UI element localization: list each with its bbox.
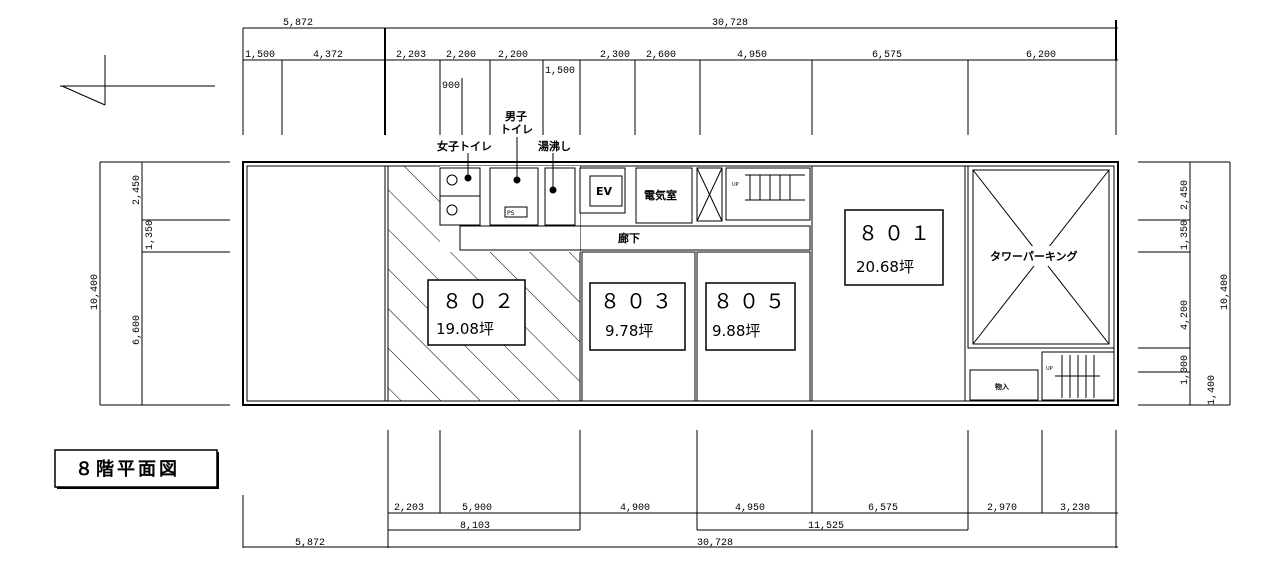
dim-top-segment: 2,203 xyxy=(396,50,426,61)
dim-right-b: 1,350 xyxy=(1180,220,1191,250)
dim-right-a: 2,450 xyxy=(1180,180,1191,210)
floor-title: ８階平面図 xyxy=(54,449,219,489)
up-label: UP xyxy=(1046,366,1053,372)
mens-toilet-label: トイレ xyxy=(500,123,533,136)
dim-top-segment: 2,300 xyxy=(600,50,630,61)
dim-top-segment: 1,500 xyxy=(245,50,275,61)
stairs-icon xyxy=(745,174,805,201)
room-number: ８０３ xyxy=(600,289,678,313)
room-area: 9.78坪 xyxy=(605,322,653,340)
room-number: ８０５ xyxy=(713,289,791,313)
dim-top-segment: 4,950 xyxy=(737,50,767,61)
dim-right-d: 1,000 xyxy=(1180,355,1191,385)
dim-top-segment: 6,200 xyxy=(1026,50,1056,61)
room-801[interactable]: ８０１ 20.68坪 xyxy=(811,165,966,402)
room-803[interactable]: ８０３ 9.78坪 xyxy=(581,251,696,402)
dim-bottom-segment: 2,970 xyxy=(987,503,1017,514)
dim-right-c: 4,200 xyxy=(1180,300,1191,330)
room-area: 19.08坪 xyxy=(436,320,494,338)
room-area: 9.88坪 xyxy=(712,322,760,340)
kitchenette-label: 湯沸し xyxy=(538,139,571,153)
stairs-icon xyxy=(1055,355,1100,398)
room-number: ８０２ xyxy=(442,289,520,313)
mens-toilet-label: 男子 xyxy=(505,110,527,123)
dim-bottom-segment: 6,575 xyxy=(868,503,898,514)
left-dimensions: 10,400 2,450 1,350 6,600 xyxy=(90,161,230,406)
womens-toilet-label: 女子トイレ xyxy=(437,139,492,153)
elevator-label: EV xyxy=(596,185,613,198)
storage-label: 物入 xyxy=(995,382,1009,391)
dim-top-sub: 900 xyxy=(442,81,460,92)
electrical-room-label: 電気室 xyxy=(644,188,677,202)
dim-right-e: 1,400 xyxy=(1207,375,1218,405)
dim-bottom-overall-left: 5,872 xyxy=(295,538,325,549)
dim-bottom-segment: 2,203 xyxy=(394,503,424,514)
up-label: UP xyxy=(732,182,739,188)
dim-top-overall-left: 5,872 xyxy=(283,18,313,29)
callouts: 女子トイレ 男子 トイレ 湯沸し xyxy=(437,110,571,194)
dim-bottom-overall-right: 30,728 xyxy=(697,538,733,549)
right-dimensions: 2,450 1,350 4,200 1,000 1,400 10,400 xyxy=(1138,161,1231,406)
dim-bottom-sub-right: 11,525 xyxy=(808,521,844,532)
dim-right-total: 10,400 xyxy=(1220,274,1231,310)
dim-top-segment: 6,575 xyxy=(872,50,902,61)
dim-top-overall-right: 30,728 xyxy=(712,18,748,29)
dim-top-segment: 4,372 xyxy=(313,50,343,61)
tower-parking: タワーパーキング 物入 UP xyxy=(967,165,1115,401)
dim-left-a: 2,450 xyxy=(132,175,143,205)
dim-bottom-segment: 4,950 xyxy=(735,503,765,514)
room-802[interactable]: ８０２ 19.08坪 xyxy=(387,165,581,402)
bottom-dimensions: 2,203 5,900 4,900 4,950 6,575 2,970 3,23… xyxy=(242,430,1118,549)
core-area: PS EV 電気室 UP 廊下 xyxy=(439,167,811,251)
corridor-label: 廊下 xyxy=(618,231,640,245)
dim-bottom-segment: 5,900 xyxy=(462,503,492,514)
dim-top-segment: 2,200 xyxy=(498,50,528,61)
dim-left-c: 6,600 xyxy=(132,315,143,345)
dim-left-b: 1,350 xyxy=(145,220,156,250)
left-area xyxy=(246,165,386,402)
room-number: ８０１ xyxy=(858,221,936,245)
dim-bottom-segment: 3,230 xyxy=(1060,503,1090,514)
room-805[interactable]: ８０５ 9.88坪 xyxy=(696,251,811,402)
dim-top-segment: 2,600 xyxy=(646,50,676,61)
top-dimensions: 5,872 30,728 1,500 4,372 2,203 2,200 2,2… xyxy=(242,18,1118,135)
north-arrow-icon xyxy=(60,55,215,106)
dim-bottom-segment: 4,900 xyxy=(620,503,650,514)
tower-parking-label: タワーパーキング xyxy=(990,249,1078,263)
dim-bottom-sub-left: 8,103 xyxy=(460,521,490,532)
room-area: 20.68坪 xyxy=(856,258,914,276)
dim-top-segment: 2,200 xyxy=(446,50,476,61)
floor-title-text: ８階平面図 xyxy=(75,459,180,480)
dim-top-sub: 1,500 xyxy=(545,66,575,77)
ps-label: PS xyxy=(507,210,515,217)
dim-left-total: 10,400 xyxy=(90,274,101,310)
